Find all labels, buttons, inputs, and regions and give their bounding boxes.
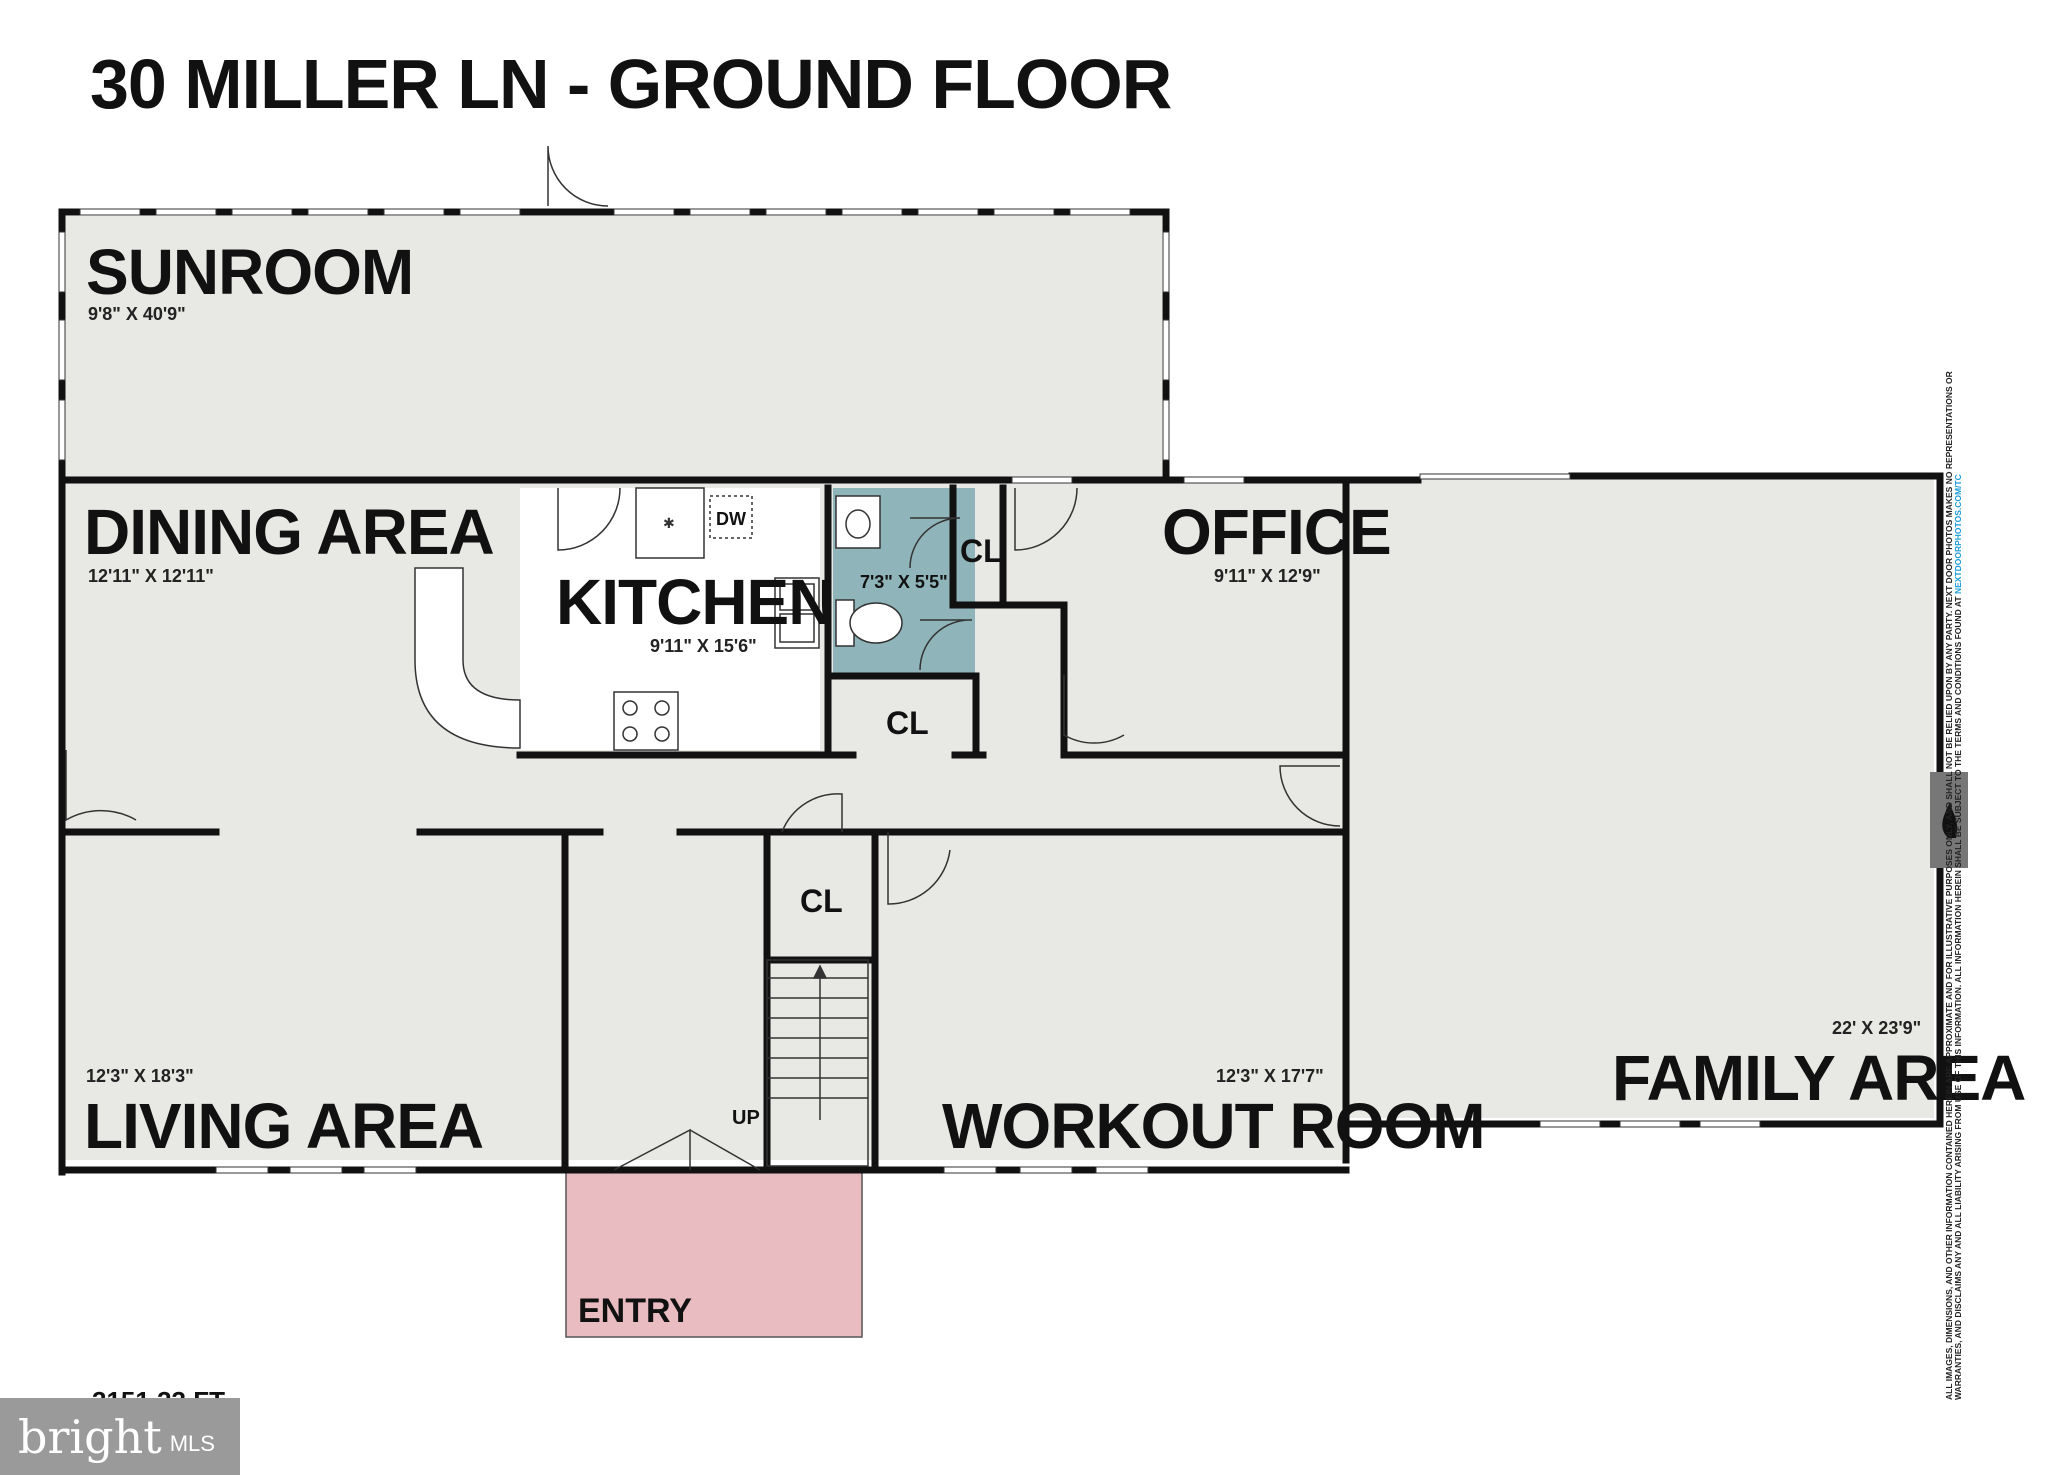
stairs-outline <box>766 959 869 1167</box>
fireplace-icon <box>1942 802 1958 838</box>
dishwasher <box>709 495 753 539</box>
workout-label: WORKOUT ROOM <box>942 1090 1485 1162</box>
window <box>1183 476 1245 484</box>
entry-floor <box>565 1171 863 1338</box>
family-floor <box>1342 478 1934 1118</box>
dishwasher-label: DW <box>716 509 746 529</box>
door-swing <box>1063 675 1125 744</box>
bath-dims: 7'3" X 5'5" <box>860 572 948 592</box>
closet-label: CL <box>886 705 929 741</box>
window <box>1069 208 1131 216</box>
sunroom-floor <box>62 216 1162 478</box>
windows <box>58 208 1761 1174</box>
workout-dims: 12'3" X 17'7" <box>1216 1066 1324 1086</box>
window <box>993 208 1055 216</box>
burner <box>654 726 670 742</box>
window <box>1699 1120 1761 1128</box>
window <box>943 1166 997 1174</box>
door-swing <box>689 1129 761 1171</box>
kitchen-dims: 9'11" X 15'6" <box>650 636 757 656</box>
door-swing <box>557 487 621 551</box>
disclaimer-line-2: WARRANTIES, AND DISCLAIMS ANY AND ALL LI… <box>1953 474 1963 1400</box>
sunroom-dims: 9'8" X 40'9" <box>88 304 186 324</box>
window <box>58 231 66 293</box>
bright-logo-mls: MLS <box>169 1430 215 1456</box>
burner <box>622 726 638 742</box>
fridge <box>635 487 705 559</box>
window <box>289 1166 343 1174</box>
window <box>613 208 675 216</box>
plan-title: 30 MILLER LN - GROUND FLOOR <box>90 45 1172 123</box>
window <box>1019 1166 1073 1174</box>
sunroom-label: SUNROOM <box>86 236 413 308</box>
toilet-bowl <box>849 602 903 644</box>
kitchen-fixtures: ✱ DW <box>414 487 820 751</box>
door-swing <box>1279 765 1341 827</box>
door-swing <box>887 832 951 905</box>
bright-mls-logo: bright MLS <box>0 1398 240 1475</box>
stove <box>613 691 679 751</box>
window <box>1162 319 1170 381</box>
fireplace <box>1930 772 1968 868</box>
bright-logo-word: bright <box>18 1409 162 1464</box>
door-swing <box>909 517 961 569</box>
dining-dims: 12'11" X 12'11" <box>88 566 214 586</box>
burner <box>654 700 670 716</box>
living-label: LIVING AREA <box>84 1090 483 1162</box>
window <box>155 208 217 216</box>
closet-label: CL <box>960 533 1003 569</box>
window <box>459 208 521 216</box>
door-swing <box>781 793 843 833</box>
window <box>231 208 293 216</box>
closet-label: CL <box>800 883 843 919</box>
window <box>841 208 903 216</box>
window <box>689 208 751 216</box>
fridge-mark: ✱ <box>663 516 675 532</box>
disclaimer-link[interactable]: NEXTDOORPHOTOS.COM/TC <box>1953 474 1963 595</box>
door-swing <box>919 619 973 671</box>
kitchen-island <box>414 567 521 749</box>
door-swing <box>547 145 609 207</box>
bath-fixtures <box>835 495 903 647</box>
stairs <box>766 959 869 1167</box>
burner <box>622 700 638 716</box>
window <box>1619 1120 1681 1128</box>
window <box>1162 231 1170 293</box>
stair-arrowhead <box>812 964 828 979</box>
kitchen-label: KITCHEN <box>556 566 833 638</box>
window <box>215 1166 269 1174</box>
window <box>58 319 66 381</box>
window <box>383 208 445 216</box>
family-label: FAMILY AREA <box>1612 1042 2025 1114</box>
window <box>363 1166 417 1174</box>
window <box>58 399 66 461</box>
window <box>917 208 979 216</box>
window <box>765 208 827 216</box>
window <box>79 208 141 216</box>
office-label: OFFICE <box>1162 496 1391 568</box>
door-swing <box>65 750 137 822</box>
sink-basin-2 <box>779 613 815 643</box>
entry-label: ENTRY <box>578 1292 692 1330</box>
door-swing <box>1014 487 1078 551</box>
room-labels: SUNROOM 9'8" X 40'9" DINING AREA 12'11" … <box>84 236 2026 1330</box>
window <box>1162 399 1170 461</box>
vanity-basin <box>845 509 871 539</box>
window <box>1419 473 1571 480</box>
family-dims: 22' X 23'9" <box>1832 1018 1921 1038</box>
window <box>307 208 369 216</box>
sink-basin-1 <box>779 583 815 611</box>
stairs-up-label: UP <box>732 1107 760 1129</box>
dining-label: DINING AREA <box>84 496 494 568</box>
living-dims: 12'3" X 18'3" <box>86 1066 194 1086</box>
disclaimer-text: ALL IMAGES, DIMENSIONS, AND OTHER INFORM… <box>1944 320 1963 1400</box>
window <box>1095 1166 1149 1174</box>
office-dims: 9'11" X 12'9" <box>1214 566 1321 586</box>
window <box>1011 476 1073 484</box>
doors <box>65 145 1341 1171</box>
window <box>1539 1120 1601 1128</box>
